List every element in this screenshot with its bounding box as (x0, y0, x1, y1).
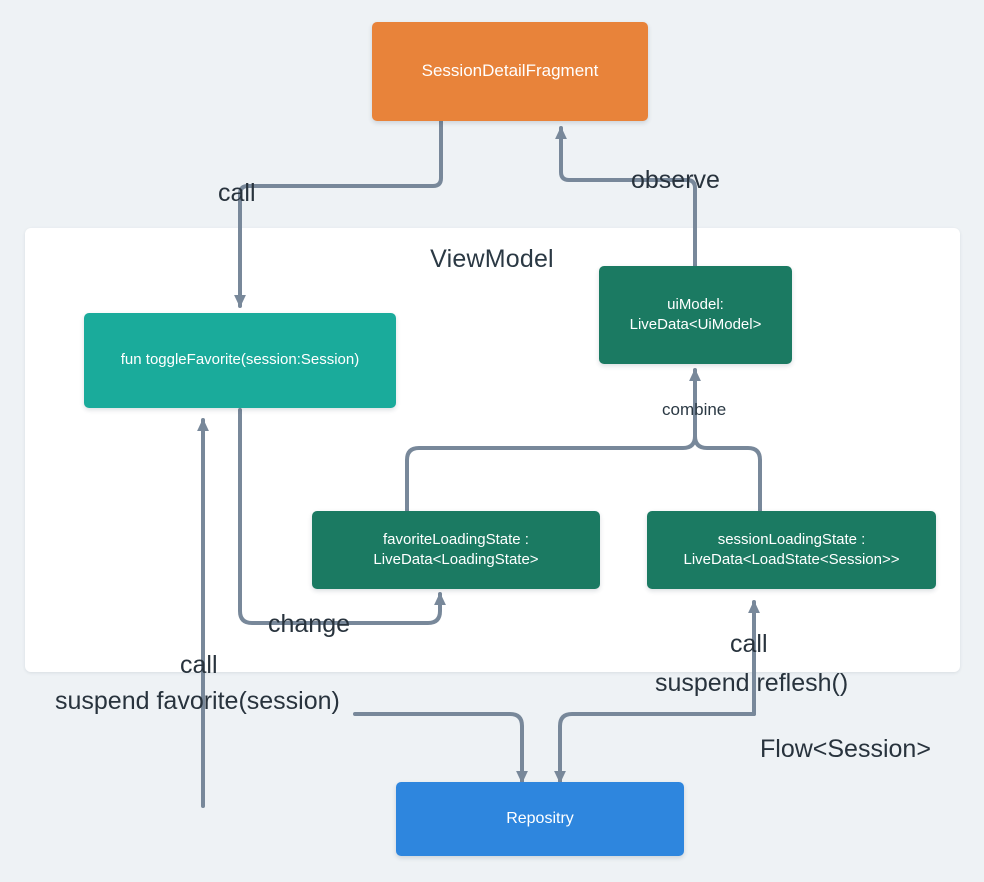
node-repository[interactable]: Repositry (396, 782, 684, 856)
edge-label-call-fragment: call (218, 179, 256, 207)
node-session-loading-state[interactable]: sessionLoadingState : LiveData<LoadState… (647, 511, 936, 589)
edge-label-combine: combine (662, 400, 727, 419)
node-session-detail-fragment[interactable]: SessionDetailFragment (372, 22, 648, 121)
edge-label-suspend-reflesh: suspend reflesh() (655, 669, 849, 697)
node-ui-model[interactable]: uiModel: LiveData<UiModel> (599, 266, 792, 364)
node-session-detail-fragment-label: SessionDetailFragment (421, 61, 599, 81)
node-toggle-favorite-label: fun toggleFavorite(session:Session) (120, 351, 360, 369)
node-favorite-loading-state-label: favoriteLoadingState : LiveData<LoadingS… (373, 530, 539, 568)
edge-label-call-session: call (730, 630, 768, 658)
viewmodel-group-label: ViewModel (430, 245, 554, 273)
viewmodel-group-container (25, 228, 960, 672)
edge-label-call-favorite: call (180, 651, 218, 679)
edge-label-observe: observe (631, 166, 720, 194)
edge-label-suspend-favorite: suspend favorite(session) (55, 687, 340, 715)
node-ui-model-label: uiModel: LiveData<UiModel> (629, 295, 762, 333)
edge-suspend-favorite-to-repository (353, 712, 528, 784)
edge-suspend-reflesh-to-repository (554, 712, 756, 784)
edge-label-change: change (268, 610, 351, 638)
node-favorite-loading-state[interactable]: favoriteLoadingState : LiveData<LoadingS… (312, 511, 600, 589)
node-toggle-favorite[interactable]: fun toggleFavorite(session:Session) (84, 313, 396, 408)
edge-label-flow-session: Flow<Session> (760, 735, 931, 763)
node-repository-label: Repositry (506, 810, 574, 828)
node-session-loading-state-label: sessionLoadingState : LiveData<LoadState… (683, 530, 900, 568)
